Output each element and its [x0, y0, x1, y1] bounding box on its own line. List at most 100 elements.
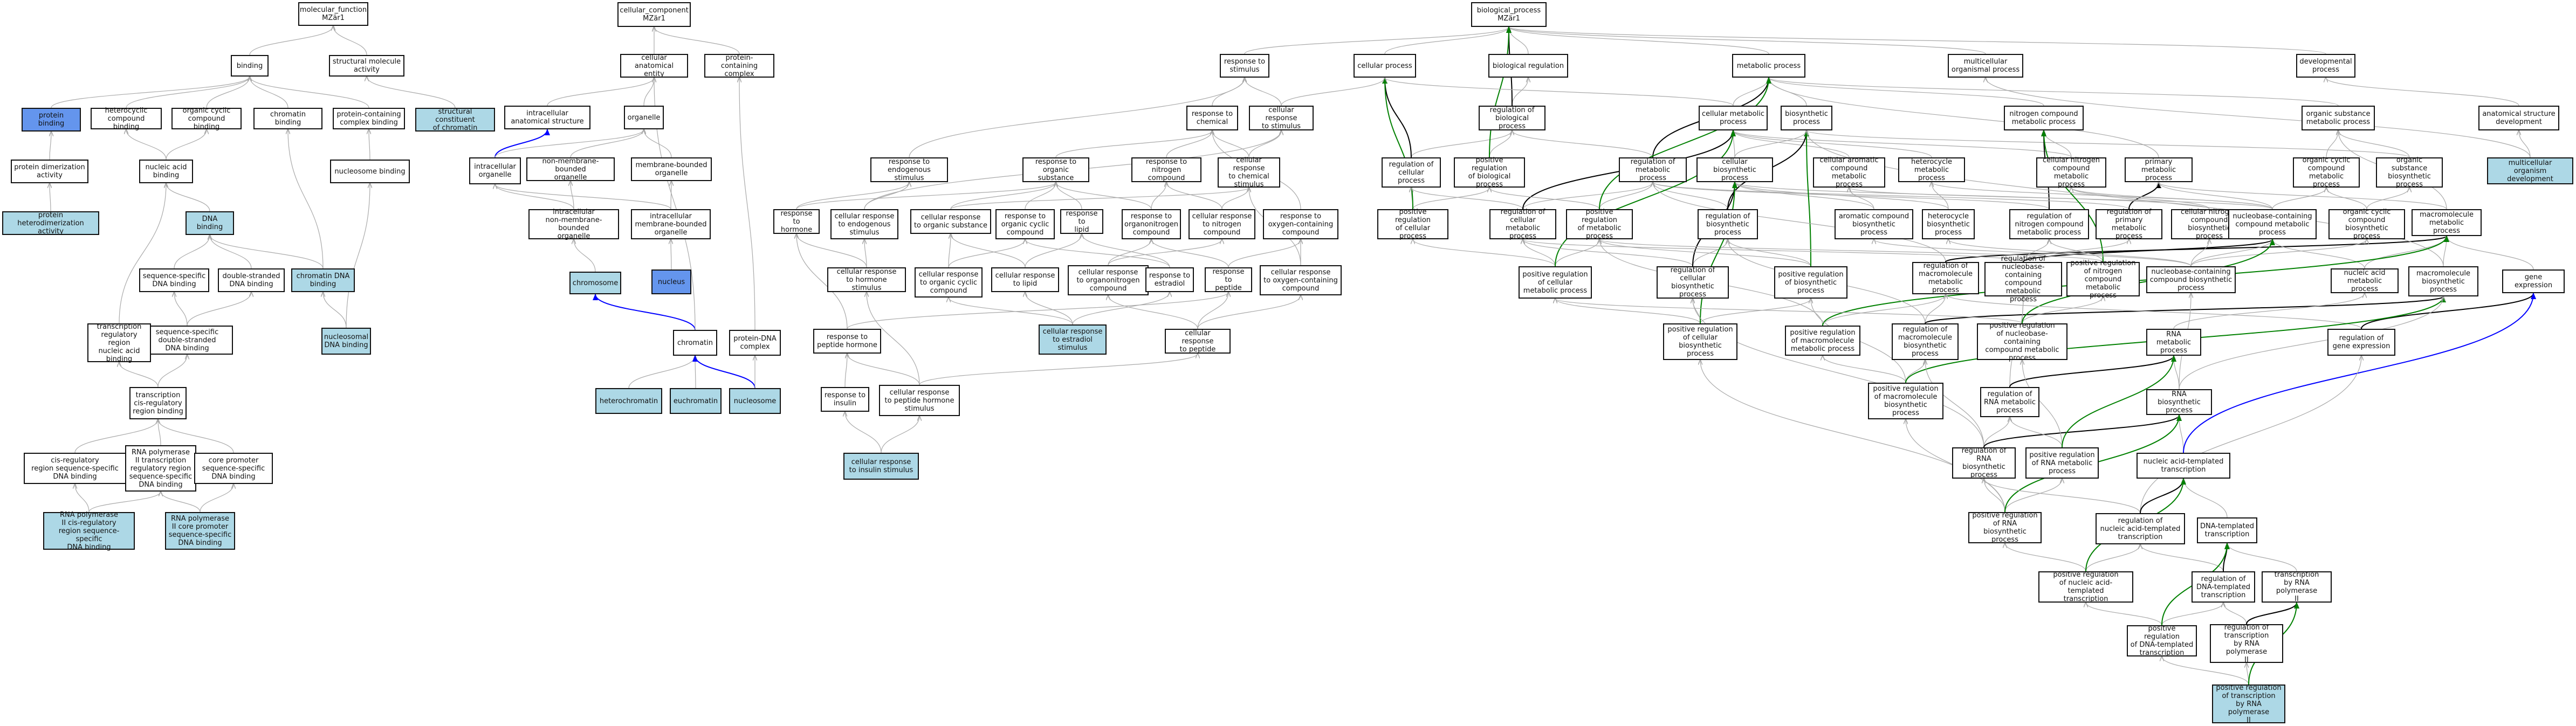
node-sequence-specific-double-stranded-dna-binding[interactable]: sequence-specific double-stranded DNA bi… — [141, 326, 233, 355]
node-intracellular-membrane-bounded-organelle[interactable]: intracellular membrane-bounded organelle — [631, 209, 711, 239]
node-regulation-of-macromolecule-metabolic-process[interactable]: regulation of macromolecule metabolic pr… — [1912, 262, 1979, 294]
node-cellular-metabolic-process[interactable]: cellular metabolic process — [1699, 106, 1768, 130]
node-rna-polymerase-ii-cis-regulatory-region-sequence-specific-dna-binding[interactable]: RNA polymerase II cis-regulatory region … — [43, 511, 135, 551]
node-regulation-of-primary-metabolic-process[interactable]: regulation of primary metabolic process — [2096, 208, 2162, 240]
node-positive-regulation-of-biosynthetic-process[interactable]: positive regulation of biosynthetic proc… — [1774, 266, 1847, 299]
node-metabolic-process[interactable]: metabolic process — [1732, 54, 1805, 78]
node-response-to-organic-cyclic-compound[interactable]: response to organic cyclic compound — [995, 209, 1055, 239]
node-regulation-of-nucleic-acid-templated-transcription[interactable]: regulation of nucleic acid-templated tra… — [2096, 513, 2185, 544]
node-multicellular-organismal-process[interactable]: multicellular organismal process — [1948, 54, 2023, 78]
node-gene-expression[interactable]: gene expression — [2502, 269, 2565, 293]
node-response-to-estradiol[interactable]: response to estradiol — [1145, 267, 1194, 292]
node-cellular-response-to-chemical-stimulus[interactable]: cellular response to chemical stimulus — [1218, 156, 1280, 189]
node-rna-polymerase-ii-core-promoter-sequence-specific-dna-binding[interactable]: RNA polymerase II core promoter sequence… — [165, 512, 235, 550]
node-cellular-response-to-estradiol-stimulus[interactable]: cellular response to estradiol stimulus — [1039, 324, 1107, 355]
node-nitrogen-compound-metabolic-process[interactable]: nitrogen compound metabolic process — [2004, 106, 2084, 130]
node-cis-regulatory-region-sequence-specific-dna-binding[interactable]: cis-regulatory region sequence-specific … — [24, 453, 126, 484]
node-positive-regulation-of-macromolecule-metabolic-process[interactable]: positive regulation of macromolecule met… — [1785, 326, 1860, 356]
node-positive-regulation-of-cellular-process[interactable]: positive regulation of cellular process — [1377, 208, 1448, 240]
node-regulation-of-nucleobase-containing-compound-metabolic-process[interactable]: regulation of nucleobase-containing comp… — [1984, 255, 2062, 303]
node-positive-regulation-of-nitrogen-compound-metabolic-process[interactable]: positive regulation of nitrogen compound… — [2066, 259, 2140, 300]
node-rna-metabolic-process[interactable]: RNA metabolic process — [2146, 329, 2201, 356]
node-protein-containing-complex-binding[interactable]: protein-containing complex binding — [333, 108, 405, 129]
node-positive-regulation-of-dna-templated-transcription[interactable]: positive regulation of DNA-templated tra… — [2127, 625, 2197, 657]
node-euchromatin[interactable]: euchromatin — [670, 388, 722, 414]
node-organic-cyclic-compound-metabolic-process[interactable]: organic cyclic compound metabolic proces… — [2293, 156, 2360, 189]
node-organic-cyclic-compound-biosynthetic-process[interactable]: organic cyclic compound biosynthetic pro… — [2328, 208, 2405, 240]
node-heterocycle-biosynthetic-process[interactable]: heterocycle biosynthetic process — [1922, 209, 1975, 239]
node-cellular-response-to-oxygen-containing-compound[interactable]: cellular response to oxygen-containing c… — [1260, 265, 1342, 295]
node-structural-constituent-of-chromatin[interactable]: structural constituent of chromatin — [415, 108, 495, 132]
node-anatomical-structure-development[interactable]: anatomical structure development — [2478, 106, 2559, 130]
node-nucleosomal-dna-binding[interactable]: nucleosomal DNA binding — [321, 328, 371, 355]
node-cellular-response-to-stimulus[interactable]: cellular response to stimulus — [1249, 106, 1314, 130]
node-protein-dimerization-activity[interactable]: protein dimerization activity — [11, 160, 88, 183]
node-regulation-of-macromolecule-biosynthetic-process[interactable]: regulation of macromolecule biosynthetic… — [1892, 323, 1959, 360]
node-response-to-endogenous-stimulus[interactable]: response to endogenous stimulus — [870, 157, 948, 182]
node-cellular-component[interactable]: cellular_component MZär1 — [617, 2, 691, 27]
node-nucleic-acid-metabolic-process[interactable]: nucleic acid metabolic process — [2331, 268, 2399, 293]
node-molecular-function[interactable]: molecular_function MZär1 — [298, 2, 368, 26]
node-primary-metabolic-process[interactable]: primary metabolic process — [2125, 157, 2193, 182]
node-regulation-of-biological-process[interactable]: regulation of biological process — [1479, 106, 1545, 130]
node-rna-polymerase-ii-transcription-regulatory-region-sequence-specific-dna-binding[interactable]: RNA polymerase II transcription regulato… — [125, 445, 196, 492]
node-positive-regulation-of-rna-metabolic-process[interactable]: positive regulation of RNA metabolic pro… — [2025, 447, 2099, 479]
node-heterocycle-metabolic-process[interactable]: heterocycle metabolic process — [1898, 157, 1965, 182]
node-chromatin-dna-binding[interactable]: chromatin DNA binding — [291, 268, 355, 292]
node-positive-regulation-of-metabolic-process[interactable]: positive regulation of metabolic process — [1566, 208, 1633, 240]
node-regulation-of-biosynthetic-process[interactable]: regulation of biosynthetic process — [1698, 209, 1758, 239]
node-binding[interactable]: binding — [231, 55, 269, 77]
node-dna-binding[interactable]: DNA binding — [186, 211, 234, 235]
node-response-to-peptide-hormone[interactable]: response to peptide hormone — [813, 329, 881, 354]
node-regulation-of-cellular-metabolic-process[interactable]: regulation of cellular metabolic process — [1489, 208, 1556, 240]
node-positive-regulation-of-biological-process[interactable]: positive regulation of biological proces… — [1454, 156, 1525, 189]
node-regulation-of-cellular-biosynthetic-process[interactable]: regulation of cellular biosynthetic proc… — [1657, 266, 1729, 299]
node-cellular-response-to-peptide-hormone-stimulus[interactable]: cellular response to peptide hormone sti… — [879, 385, 960, 416]
node-regulation-of-transcription-by-rna-polymerase-ii[interactable]: regulation of transcription by RNA polym… — [2210, 624, 2283, 664]
node-dna-templated-transcription[interactable]: DNA-templated transcription — [2197, 517, 2257, 543]
node-chromatin[interactable]: chromatin — [673, 330, 717, 356]
node-organelle[interactable]: organelle — [624, 106, 664, 129]
node-regulation-of-cellular-process[interactable]: regulation of cellular process — [1382, 157, 1441, 188]
node-response-to-organic-substance[interactable]: response to organic substance — [1022, 157, 1089, 182]
node-positive-regulation-of-transcription-by-rna-polymerase-ii[interactable]: positive regulation of transcription by … — [2212, 684, 2285, 724]
node-rna-biosynthetic-process[interactable]: RNA biosynthetic process — [2146, 389, 2212, 415]
node-nucleic-acid-templated-transcription[interactable]: nucleic acid-templated transcription — [2137, 453, 2230, 479]
node-nucleobase-containing-compound-biosynthetic-process[interactable]: nucleobase-containing compound biosynthe… — [2146, 266, 2236, 293]
node-chromosome[interactable]: chromosome — [569, 272, 621, 294]
node-cellular-anatomical-entity[interactable]: cellular anatomical entity — [620, 54, 688, 78]
node-protein-dna-complex[interactable]: protein-DNA complex — [729, 330, 781, 356]
node-biological-process[interactable]: biological_process MZär1 — [1471, 2, 1547, 27]
node-cellular-response-to-organic-cyclic-compound[interactable]: cellular response to organic cyclic comp… — [915, 267, 983, 298]
node-biosynthetic-process[interactable]: biosynthetic process — [1781, 106, 1832, 130]
node-response-to-oxygen-containing-compound[interactable]: response to oxygen-containing compound — [1263, 209, 1338, 239]
node-heterocyclic-compound-binding[interactable]: heterocyclic compound binding — [91, 107, 162, 131]
node-structural-molecule-activity[interactable]: structural molecule activity — [329, 55, 404, 77]
node-cellular-response-to-organic-substance[interactable]: cellular response to organic substance — [910, 209, 991, 234]
node-macromolecule-metabolic-process[interactable]: macromolecule metabolic process — [2412, 209, 2482, 236]
node-positive-regulation-of-rna-biosynthetic-process[interactable]: positive regulation of RNA biosynthetic … — [1968, 511, 2042, 544]
node-response-to-nitrogen-compound[interactable]: response to nitrogen compound — [1131, 157, 1201, 182]
node-intracellular-anatomical-structure[interactable]: intracellular anatomical structure — [504, 106, 590, 129]
node-protein-heterodimerization-activity[interactable]: protein heterodimerization activity — [2, 211, 99, 236]
node-developmental-process[interactable]: developmental process — [2296, 54, 2355, 78]
node-non-membrane-bounded-organelle[interactable]: non-membrane-bounded organelle — [526, 157, 615, 182]
node-sequence-specific-dna-binding[interactable]: sequence-specific DNA binding — [139, 268, 209, 292]
node-protein-containing-complex[interactable]: protein-containing complex — [704, 54, 774, 78]
node-cellular-response-to-insulin-stimulus[interactable]: cellular response to insulin stimulus — [843, 453, 919, 480]
node-cellular-response-to-endogenous-stimulus[interactable]: cellular response to endogenous stimulus — [830, 209, 898, 239]
node-aromatic-compound-biosynthetic-process[interactable]: aromatic compound biosynthetic process — [1835, 209, 1913, 239]
node-response-to-stimulus[interactable]: response to stimulus — [1220, 54, 1269, 78]
node-response-to-organonitrogen-compound[interactable]: response to organonitrogen compound — [1122, 209, 1181, 239]
node-response-to-lipid[interactable]: response to lipid — [1060, 209, 1103, 234]
node-membrane-bounded-organelle[interactable]: membrane-bounded organelle — [631, 157, 712, 181]
node-nucleosome-binding[interactable]: nucleosome binding — [330, 160, 410, 183]
node-multicellular-organism-development[interactable]: multicellular organism development — [2487, 157, 2573, 184]
node-regulation-of-rna-biosynthetic-process[interactable]: regulation of RNA biosynthetic process — [1952, 447, 2016, 479]
node-nucleosome[interactable]: nucleosome — [729, 388, 781, 414]
node-positive-regulation-of-nucleobase-containing-compound-metabolic-process[interactable]: positive regulation of nucleobase-contai… — [1977, 322, 2067, 362]
node-cellular-nitrogen-compound-metabolic-process[interactable]: cellular nitrogen compound metabolic pro… — [2036, 156, 2106, 189]
node-regulation-of-rna-metabolic-process[interactable]: regulation of RNA metabolic process — [1980, 387, 2039, 417]
node-double-stranded-dna-binding[interactable]: double-stranded DNA binding — [218, 268, 285, 292]
node-protein-binding[interactable]: protein binding — [22, 108, 81, 132]
